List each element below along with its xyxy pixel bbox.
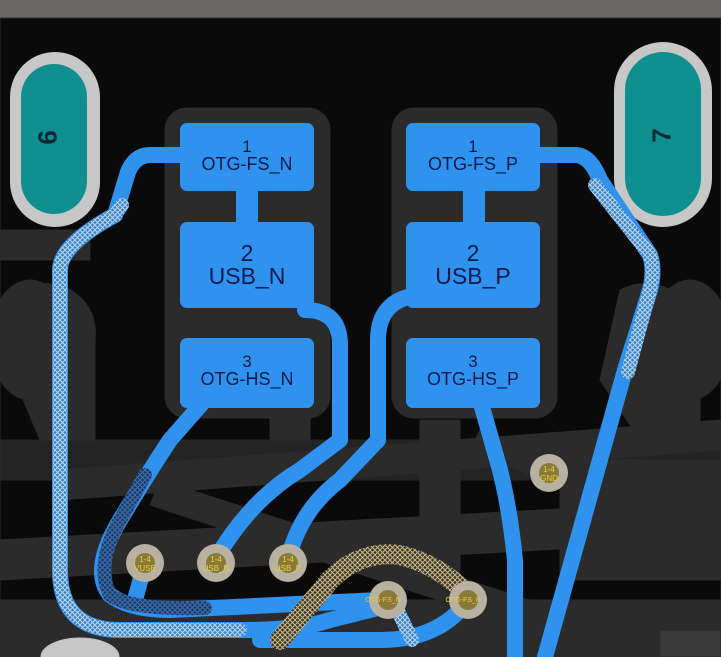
- via-layers: 1-4: [282, 555, 294, 564]
- via-otg-fs-n-label: OTG-FS_N: [363, 596, 403, 605]
- pad-number: 2: [240, 240, 254, 266]
- vias[interactable]: [126, 454, 568, 619]
- pad-connectors: [236, 180, 485, 230]
- via-layers: 1-4: [139, 555, 151, 564]
- via-net: OTG-FS_N: [365, 597, 401, 604]
- via-otg-fs-p-label: OTG-FS_P: [443, 596, 483, 605]
- trace-usb-n: [207, 302, 348, 568]
- window-top-strip: [0, 0, 721, 18]
- via-vusb-label: 1-4 VUSB: [125, 555, 165, 573]
- pad-1-otg-fs-p[interactable]: 1 OTG-FS_P: [406, 123, 540, 191]
- pad-number: 2: [466, 240, 480, 266]
- via-usb-p-label: 1-4 USB_P: [268, 555, 308, 573]
- via-usb-n-label: 1-4 USB_N: [196, 555, 236, 573]
- via-vusb: [126, 544, 164, 582]
- via-gnd-label: 1-4 GND: [529, 465, 569, 483]
- mounting-hole-9[interactable]: [10, 52, 100, 227]
- pad-net-label: OTG-HS_P: [426, 369, 519, 390]
- pad-2-usb-n[interactable]: 2 USB_N: [180, 222, 314, 308]
- mounting-hole-9-label: 9: [32, 130, 63, 145]
- pad-number: 1: [242, 137, 252, 156]
- via-net: USB_N: [202, 564, 230, 573]
- trace-usb-p: [280, 287, 426, 568]
- via-usb-p: [269, 544, 307, 582]
- via-net: OTG-FS_P: [445, 597, 481, 604]
- pad-number: 3: [468, 352, 478, 371]
- via-otg-fs-n: [369, 581, 407, 619]
- pad-2-usb-p[interactable]: 2 USB_P: [406, 222, 540, 308]
- pad-3-otg-hs-p[interactable]: 3 OTG-HS_P: [406, 338, 540, 408]
- via-net: VUSB: [134, 564, 156, 573]
- via-usb-n: [197, 544, 235, 582]
- pad-net-label: USB_N: [208, 263, 286, 290]
- via-net: GND: [540, 474, 558, 483]
- via-net: USB_P: [274, 564, 302, 573]
- pad-net-label: USB_P: [435, 263, 511, 290]
- pad-net-label: OTG-HS_N: [200, 369, 294, 390]
- via-otg-fs-p: [449, 581, 487, 619]
- pad-number: 3: [242, 352, 252, 371]
- hatched-traces: [53, 178, 660, 650]
- pad-net-label: OTG-FS_P: [427, 154, 518, 175]
- mounting-hole-7[interactable]: [614, 42, 712, 227]
- trace-otg-hs-p: [472, 392, 523, 657]
- via-gnd: [530, 454, 568, 492]
- pad-3-otg-hs-n[interactable]: 3 OTG-HS_N: [180, 338, 314, 408]
- pad-net-label: OTG-FS_N: [201, 154, 293, 175]
- pad-1-otg-fs-n[interactable]: 1 OTG-FS_N: [180, 123, 314, 191]
- pad-number: 1: [468, 137, 478, 156]
- via-layers: 1-4: [210, 555, 222, 564]
- via-layers: 1-4: [543, 465, 555, 474]
- mounting-hole-7-label: 7: [646, 128, 677, 143]
